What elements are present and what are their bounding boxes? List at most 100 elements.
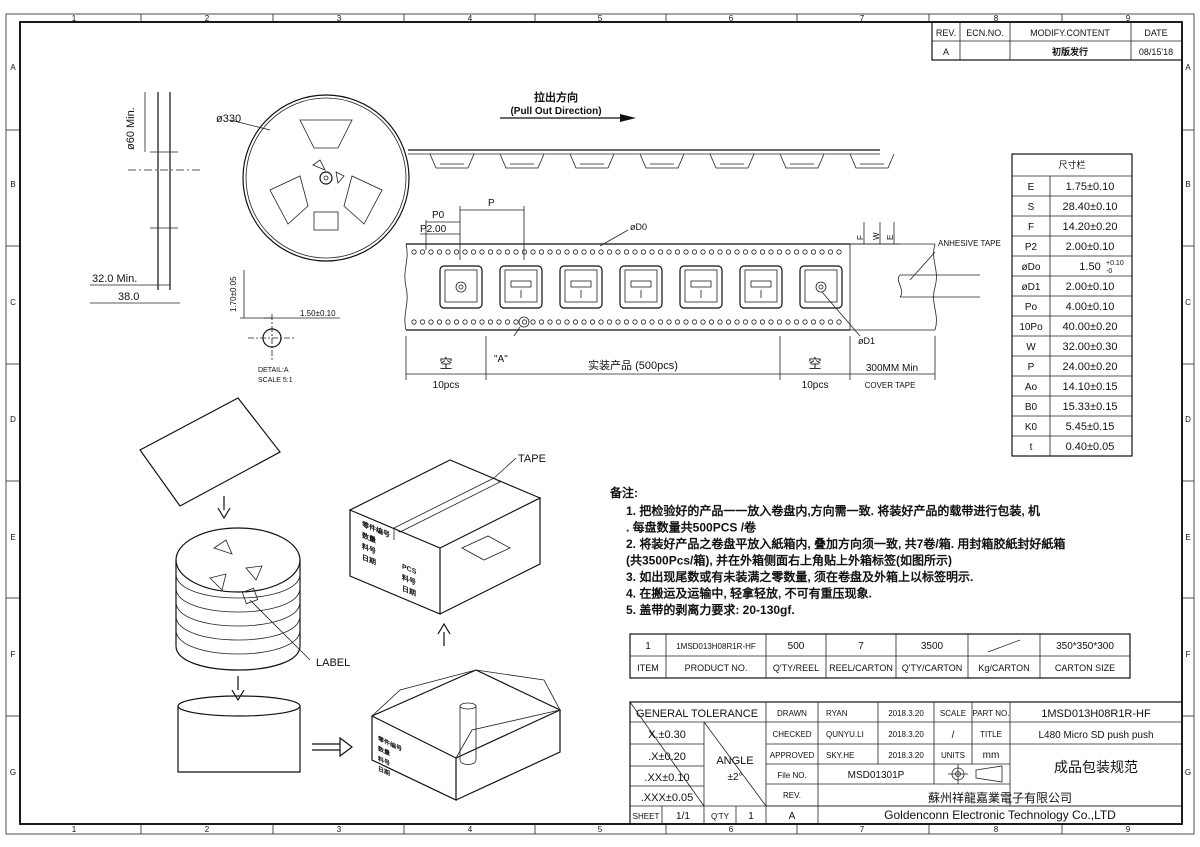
drawn-date: 2018.3.20	[888, 709, 924, 718]
dimension-value: 1.50	[1079, 261, 1100, 273]
scale-value: /	[952, 730, 955, 741]
note-line: (共3500Pcs/箱), 并在外箱侧面右上角贴上外箱标签(如图所示)	[626, 553, 952, 568]
frame-row-right: B	[1185, 180, 1190, 189]
outer-frame	[5, 13, 1195, 835]
revision-table: REV. ECN.NO. MODIFY.CONTENT DATE A 初版发行 …	[931, 21, 1183, 61]
tolerance-dot-x: .X±0.20	[648, 751, 686, 763]
checked-label: CHECKED	[772, 730, 811, 739]
reel-side-view: ø60 Min. 32.0 Min. 38.0	[90, 92, 200, 304]
carton-value: 500	[788, 641, 805, 652]
checked-name: QUNYU.LI	[826, 730, 864, 739]
note-line: . 每盘数量共500PCS /卷	[626, 520, 757, 535]
pitch-p0: P0	[432, 210, 445, 221]
note-line: 5. 盖带的剥离力要求: 20-130gf.	[626, 602, 795, 617]
units-label: UNITS	[941, 751, 965, 760]
dimension-key: øDo	[1022, 262, 1041, 273]
company-name-en: Goldenconn Electronic Technology Co.,LTD	[884, 808, 1116, 822]
cover-tape-label: COVER TAPE	[865, 381, 916, 390]
title-value: L480 Micro SD push push	[1038, 730, 1153, 741]
hole-d1: øD1	[858, 336, 875, 346]
dimension-value: 14.20±0.20	[1063, 221, 1118, 233]
carton-header: REEL/CARTON	[829, 663, 893, 673]
frame-col-bottom: 4	[468, 825, 473, 834]
document-title: 成品包装规范	[1054, 759, 1138, 775]
carton-header: CARTON SIZE	[1055, 663, 1115, 673]
date-header: DATE	[1144, 28, 1167, 38]
frame-row-left: B	[10, 180, 15, 189]
frame-col-bottom: 9	[1126, 825, 1131, 834]
carton-value: 1MSD013H08R1R-HF	[676, 642, 756, 651]
notes-title: 备注:	[609, 485, 638, 500]
dimension-value: 14.10±0.15	[1063, 381, 1118, 393]
frame-row-right: D	[1185, 415, 1191, 424]
dimension-key: S	[1028, 202, 1035, 213]
tape-callout: TAPE	[518, 453, 546, 465]
carton-header: PRODUCT NO.	[685, 663, 748, 673]
frame-col-bottom: 7	[860, 825, 865, 834]
reel-front-view: ø330	[216, 94, 410, 262]
frame-col-top: 3	[337, 14, 342, 23]
frame-col-top: 9	[1126, 14, 1131, 23]
detail-marker: "A"	[494, 354, 508, 365]
side-label-f: F	[856, 235, 865, 240]
frame-col-top: 2	[205, 14, 210, 23]
qty-value: 1	[748, 811, 754, 822]
frame-col-top: 7	[860, 14, 865, 23]
width-min-dimension: 32.0 Min.	[92, 273, 137, 285]
width-dimension: 38.0	[118, 291, 139, 303]
inner-frame	[19, 21, 1183, 825]
note-line: 3. 如出现尾数或有未装满之零数量, 须在卷盘及外箱上以标签明示.	[626, 569, 973, 584]
frame-col-top: 6	[729, 14, 734, 23]
approved-date: 2018.3.20	[888, 751, 924, 760]
dimension-value: 24.00±0.20	[1063, 361, 1118, 373]
file-no-label: File NO.	[777, 771, 806, 780]
dimension-key: 10Po	[1019, 322, 1043, 333]
angle-label: ANGLE	[716, 755, 753, 767]
dimension-value: 5.45±0.15	[1066, 421, 1115, 433]
frame-row-right: E	[1185, 533, 1190, 542]
dimension-key: P2	[1025, 242, 1038, 253]
dimension-key: Po	[1025, 302, 1038, 313]
part-no-value: 1MSD013H08R1R-HF	[1041, 708, 1151, 720]
note-line: 4. 在搬运及运输中, 轻拿轻放, 不可有重压现象.	[626, 586, 872, 601]
carrier-tape: P P0 P2.00 øD0 øD1 "A" F W E ANHESIVE TA…	[404, 198, 1001, 391]
adhesive-tape-label: ANHESIVE TAPE	[938, 239, 1001, 248]
frame-row-right: G	[1185, 768, 1191, 777]
modify-header: MODIFY.CONTENT	[1030, 28, 1110, 38]
reel-diameter: ø330	[216, 113, 241, 125]
dimension-value: 0.40±0.05	[1066, 441, 1115, 453]
detail-horizontal-dim: 1.50±0.10	[300, 309, 336, 318]
dimension-key: W	[1026, 342, 1036, 353]
rev-value: A	[943, 47, 949, 57]
pull-direction-en: (Pull Out Direction)	[510, 106, 601, 117]
tape-side-profile	[408, 149, 895, 169]
detail-vertical-dim: 1.70±0.05	[229, 276, 238, 312]
frame-row-left: D	[10, 415, 16, 424]
frame-col-bottom: 5	[598, 825, 603, 834]
dimension-key: K0	[1025, 422, 1038, 433]
dimension-key: t	[1030, 442, 1033, 453]
general-tolerance-title: GENERAL TOLERANCE	[636, 708, 758, 720]
dimension-upper-tolerance: +0.10	[1106, 260, 1124, 267]
rev-header: REV.	[936, 28, 956, 38]
scale-label: SCALE	[940, 709, 966, 718]
dimension-value: 1.75±0.10	[1066, 181, 1115, 193]
count-right: 10pcs	[802, 380, 829, 391]
carton-header: Kg/CARTON	[978, 663, 1029, 673]
qty-label: Q'TY	[711, 812, 730, 821]
detail-scale: SCALE 5:1	[258, 377, 293, 384]
carton-value: 350*350*300	[1056, 641, 1114, 652]
drawn-label: DRAWN	[777, 709, 807, 718]
frame-row-right: F	[1186, 650, 1191, 659]
label-callout: LABEL	[316, 657, 350, 669]
dimension-key: E	[1028, 182, 1035, 193]
approved-name: SKY.HE	[826, 751, 854, 760]
side-label-w: W	[872, 232, 881, 240]
frame-row-left: C	[10, 298, 16, 307]
carton-value: 7	[858, 641, 864, 652]
dimensions-title: 尺寸栏	[1058, 159, 1085, 170]
pull-direction: 拉出方向 (Pull Out Direction)	[500, 90, 636, 122]
sheet-value: 1/1	[676, 811, 690, 822]
pitch-p: P	[488, 198, 495, 209]
